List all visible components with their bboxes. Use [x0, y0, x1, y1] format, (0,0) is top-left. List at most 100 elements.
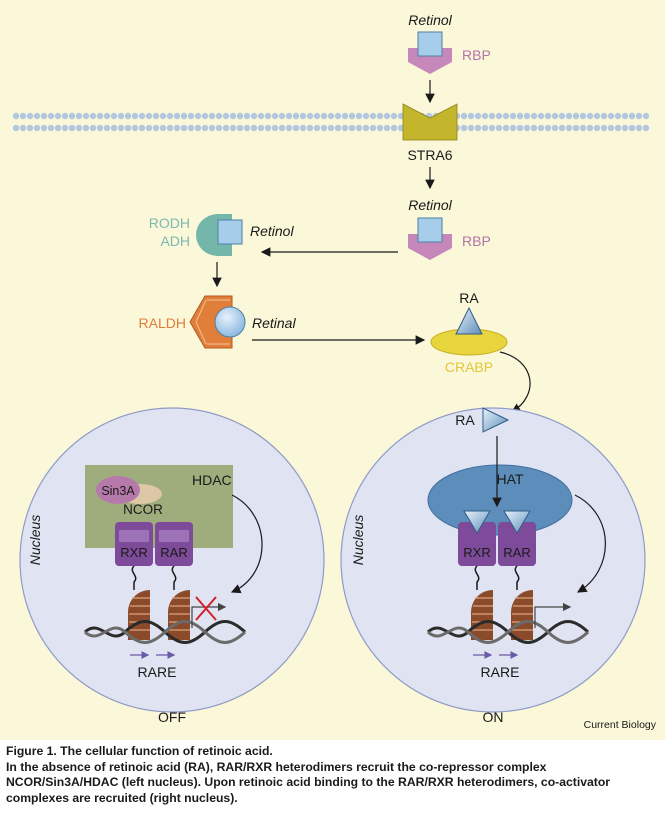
membrane-lipid [173, 124, 181, 132]
membrane-lipid [313, 112, 321, 120]
membrane-lipid [145, 124, 153, 132]
membrane-lipid [96, 112, 104, 120]
rxr-right-label: RXR [463, 545, 490, 560]
membrane-lipid [194, 112, 202, 120]
membrane-lipid [138, 112, 146, 120]
membrane-lipid [131, 112, 139, 120]
membrane-lipid [12, 124, 20, 132]
stra6-receptor [402, 103, 458, 141]
membrane-lipid [26, 124, 34, 132]
membrane-lipid [642, 124, 650, 132]
membrane-lipid [89, 124, 97, 132]
pathway-diagram: Retinol RBP STRA6 Retinol RBP RODH ADH R… [12, 12, 657, 731]
membrane-lipid [523, 124, 531, 132]
rodh-label: RODH [149, 215, 190, 231]
membrane-lipid [26, 112, 34, 120]
rxr-left-label: RXR [120, 545, 147, 560]
membrane-lipid [516, 124, 524, 132]
membrane-lipid [369, 112, 377, 120]
membrane-lipid [348, 112, 356, 120]
membrane-lipid [110, 112, 118, 120]
membrane-lipid [579, 112, 587, 120]
membrane-lipid [593, 112, 601, 120]
membrane-lipid [117, 124, 125, 132]
membrane-lipid [467, 124, 475, 132]
membrane-lipid [131, 124, 139, 132]
membrane-lipid [243, 124, 251, 132]
membrane-lipid [103, 124, 111, 132]
membrane-lipid [341, 112, 349, 120]
membrane-lipid [593, 124, 601, 132]
retinol-top-square [417, 31, 443, 57]
membrane-lipid [614, 124, 622, 132]
membrane-lipid [390, 112, 398, 120]
membrane-lipid [54, 112, 62, 120]
adh-label: ADH [160, 233, 190, 249]
blocked-x-icon [195, 596, 217, 621]
membrane-lipid [124, 124, 132, 132]
caption-title: Figure 1. The cellular function of retin… [6, 744, 273, 758]
membrane-lipid [68, 112, 76, 120]
membrane-lipid [96, 124, 104, 132]
dna-helix-right [426, 620, 590, 644]
ra-bound-rar-icon [503, 510, 531, 534]
membrane-lipid [201, 112, 209, 120]
transcription-arrow-right [534, 602, 572, 628]
crabp-label: CRABP [445, 359, 493, 375]
membrane-lipid [327, 124, 335, 132]
retinol-left-square [217, 219, 243, 245]
ra-bound-rxr-icon [463, 510, 491, 534]
retinol-mid-square [417, 217, 443, 243]
membrane-lipid [257, 124, 265, 132]
membrane-lipid [61, 124, 69, 132]
membrane-lipid [355, 124, 363, 132]
membrane-lipid [523, 112, 531, 120]
membrane-lipid [642, 112, 650, 120]
membrane-lipid [138, 124, 146, 132]
ra-top-triangle [455, 306, 483, 335]
membrane-lipid [152, 112, 160, 120]
ra-right-label: RA [455, 412, 475, 428]
membrane-lipid [187, 112, 195, 120]
raldh-enzyme [189, 295, 233, 349]
membrane-lipid [159, 124, 167, 132]
arrow-crabp-to-ra [499, 351, 531, 413]
membrane-lipid [558, 112, 566, 120]
membrane-lipid [635, 112, 643, 120]
rare-right-label: RARE [481, 664, 520, 680]
membrane-lipid [306, 112, 314, 120]
membrane-lipid [579, 124, 587, 132]
membrane-lipid [607, 124, 615, 132]
figure-panel: Retinol RBP STRA6 Retinol RBP RODH ADH R… [0, 0, 665, 740]
membrane-lipid [621, 124, 629, 132]
membrane-lipid [110, 124, 118, 132]
membrane-lipid [201, 124, 209, 132]
retinol-mid-label: Retinol [408, 197, 452, 213]
hdac-label: HDAC [192, 472, 232, 488]
membrane-lipid [12, 112, 20, 120]
membrane-lipid [166, 124, 174, 132]
dna-binding-right [471, 590, 533, 640]
membrane-lipid [117, 112, 125, 120]
membrane-lipid [124, 112, 132, 120]
rar-right-label: RAR [503, 545, 530, 560]
hat-label: HAT [497, 471, 524, 487]
membrane-lipid [271, 112, 279, 120]
membrane-lipid [495, 112, 503, 120]
membrane-lipid [61, 112, 69, 120]
membrane-lipid [82, 112, 90, 120]
membrane-lipid [544, 124, 552, 132]
membrane-lipid [208, 112, 216, 120]
membrane-lipid [460, 112, 468, 120]
membrane-lipid [194, 124, 202, 132]
membrane-lipid [264, 112, 272, 120]
membrane-lipid [397, 112, 405, 120]
membrane-lipid [474, 124, 482, 132]
membrane-lipid [236, 112, 244, 120]
membrane-lipid [488, 124, 496, 132]
caption-body: In the absence of retinoic acid (RA), RA… [6, 759, 611, 805]
membrane-lipid [600, 112, 608, 120]
membrane-lipid [40, 124, 48, 132]
retinal-circle [214, 306, 246, 338]
membrane-lipid [502, 124, 510, 132]
